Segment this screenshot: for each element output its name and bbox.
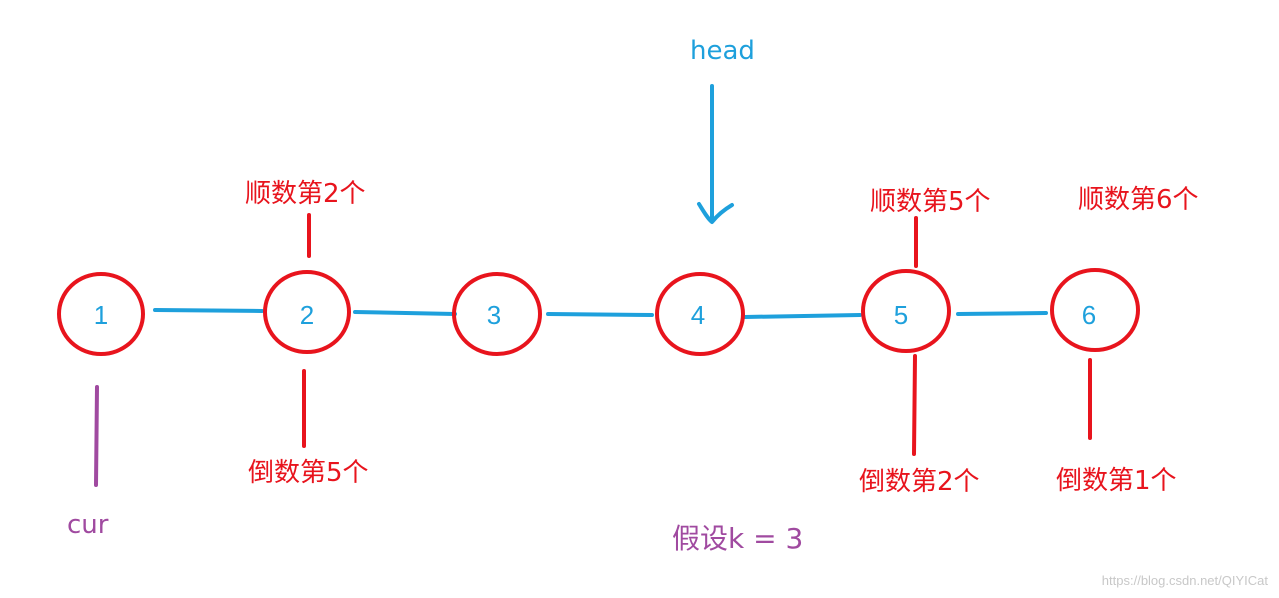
node-3-circle bbox=[452, 272, 542, 356]
node-1: 1 bbox=[57, 272, 145, 356]
head-label: head bbox=[690, 36, 755, 66]
node-links bbox=[153, 308, 1048, 319]
link-2-3 bbox=[353, 310, 457, 316]
label-backward-2: 倒数第2个 bbox=[859, 467, 980, 497]
node-2-label: 2 bbox=[300, 300, 314, 330]
node-5: 5 bbox=[861, 269, 951, 353]
node-6: 6 bbox=[1050, 268, 1140, 352]
node-1-label: 1 bbox=[94, 300, 108, 330]
node-3-label: 3 bbox=[487, 300, 501, 330]
node-4: 4 bbox=[655, 272, 745, 356]
link-3-4 bbox=[546, 312, 654, 317]
tick-backward-2 bbox=[912, 354, 917, 456]
assumption-text: 假设k = 3 bbox=[672, 522, 803, 555]
label-forward-5: 顺数第5个 bbox=[870, 187, 991, 217]
node-1-circle bbox=[57, 272, 145, 356]
node-5-circle bbox=[861, 269, 951, 353]
node-2-circle bbox=[263, 270, 351, 354]
link-1-2 bbox=[153, 308, 264, 313]
node-6-circle bbox=[1050, 268, 1140, 352]
head-arrow-tip bbox=[697, 202, 734, 224]
cur-line bbox=[94, 385, 99, 487]
cur-pointer: cur bbox=[67, 385, 109, 540]
cur-label: cur bbox=[67, 510, 109, 540]
node-2: 2 bbox=[263, 270, 351, 354]
head-pointer: head bbox=[690, 36, 755, 224]
node-6-label: 6 bbox=[1082, 300, 1096, 330]
label-forward-6: 顺数第6个 bbox=[1078, 185, 1199, 215]
node-3: 3 bbox=[452, 272, 542, 356]
node-5-label: 5 bbox=[894, 300, 908, 330]
link-4-5 bbox=[743, 313, 862, 319]
label-forward-2: 顺数第2个 bbox=[245, 179, 366, 209]
position-ticks bbox=[302, 213, 1092, 456]
node-4-label: 4 bbox=[691, 300, 705, 330]
label-backward-1: 倒数第1个 bbox=[1056, 466, 1177, 496]
node-4-circle bbox=[655, 272, 745, 356]
watermark-text: https://blog.csdn.net/QIYICat bbox=[1102, 573, 1269, 588]
link-5-6 bbox=[956, 311, 1048, 316]
label-backward-5: 倒数第5个 bbox=[248, 458, 369, 488]
